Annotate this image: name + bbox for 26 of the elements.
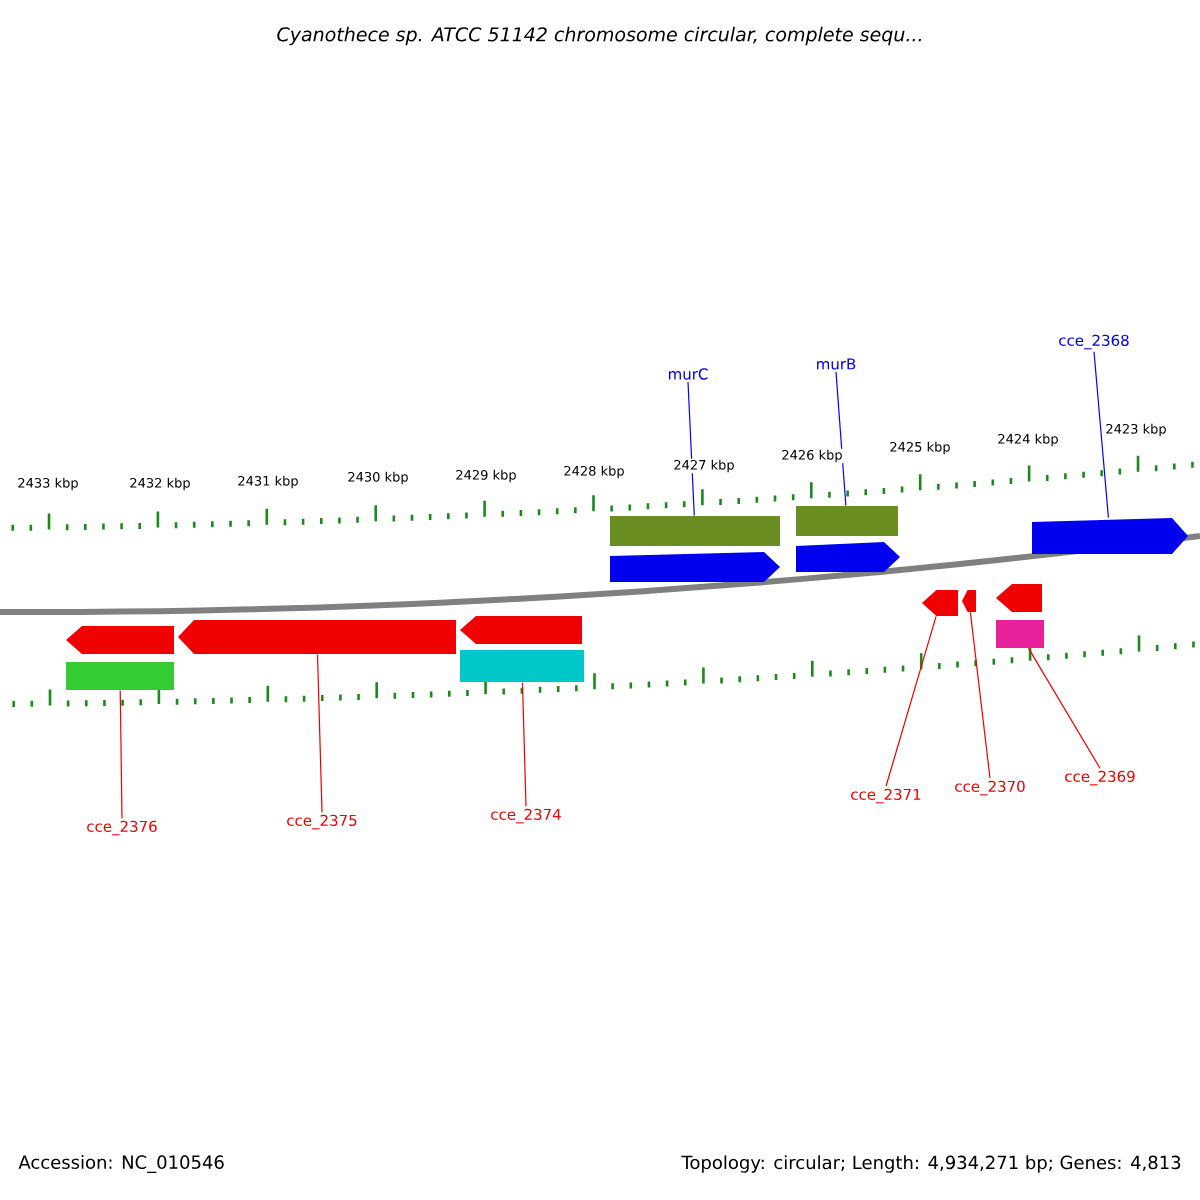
leader-line [119,689,123,819]
leader-line [521,681,527,807]
gene-feature [66,626,174,654]
gene-bar [460,650,584,682]
gene-bar [66,662,174,690]
gene-feature [922,590,958,616]
leader-line [316,653,323,813]
gene-bar [796,506,898,536]
gene-feature [796,542,900,572]
leader-line [687,381,695,517]
gene-feature [1032,518,1188,554]
gene-bar [996,620,1044,648]
gene-feature [460,616,582,644]
gene-feature [610,552,780,582]
leader-line [835,371,847,507]
leader-line [1093,351,1109,519]
leader-line [969,611,991,779]
accession-text: Accession: NC_010546 [18,1155,224,1173]
title: Cyanothece sp. ATCC 51142 chromosome circular, complete sequ... [277,26,921,46]
summary-text: Topology: circular; Length: 4,934,271 bp; Genes: 4,813 [681,1155,1181,1173]
gene-feature [962,590,976,612]
leader-line [1028,647,1101,769]
leader-line [885,615,937,787]
gene-bar [610,516,780,546]
gene-feature [996,584,1042,612]
gene-feature [178,620,456,654]
